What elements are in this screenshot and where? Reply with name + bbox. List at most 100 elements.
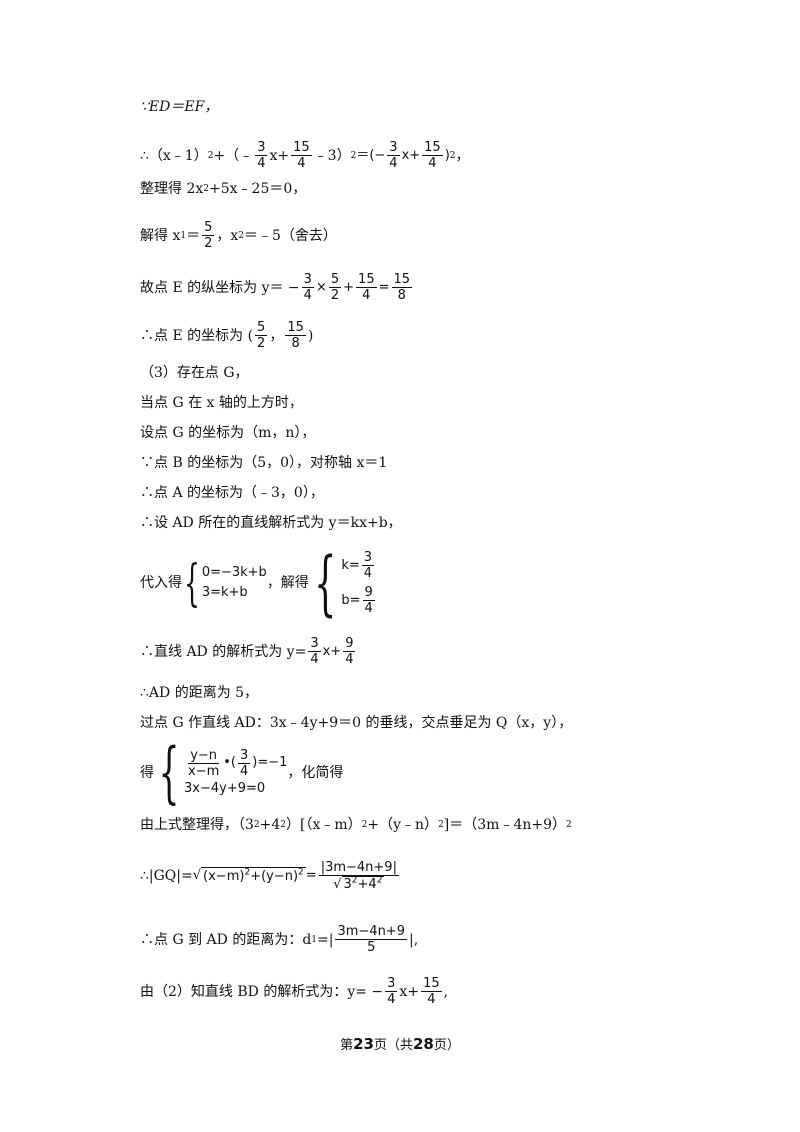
text: 整理得 2x [140,181,204,197]
equation-line: ∴|GQ|= √ (x−m)2+(y−n)2 = |3m−4n+9| √32+4… [140,860,401,892]
text: 过点 G 作直线 AD：3x﹣4y+9＝0 的垂线，交点垂足为 Q（x，y）， [140,715,573,731]
text: ∴点 G 到 AD 的距离为：d [140,931,312,948]
text: = [305,868,317,883]
text: +（y﹣n） [367,817,439,833]
text: ) [307,327,314,344]
text: ]＝（3m﹣4n+9） [443,817,567,833]
text: ∴|GQ|= [140,868,193,884]
text: ∵ED＝EF， [140,99,219,115]
text: +4 [259,817,281,833]
text: ，解得 [266,575,309,591]
footer-text: 页） [433,1038,460,1053]
text-line: ∵点 B 的坐标为（5，0），对称轴 x＝1 [140,454,387,472]
page-footer: 第23页（共28页） [0,1034,800,1053]
text-line: ∴点 A 的坐标为（﹣3，0）， [140,484,324,502]
brace-icon: { [158,734,180,811]
text: ∴（x﹣1） [140,147,208,164]
text: ) [444,147,450,163]
text: ，x [216,227,239,244]
footer-text: 第 [340,1038,354,1053]
radical-icon: √ [192,868,202,883]
text: ＝ [186,227,201,244]
text: x+ [322,643,342,659]
text: x+ [269,147,290,164]
text-line: ∵ED＝EF， [140,98,218,116]
equation: 3x−4y+9=0 [184,780,266,796]
text-line: 设点 G 的坐标为（m，n）， [140,424,315,442]
text-line: （3）存在点 G， [140,364,249,382]
text: ， [455,147,470,164]
text: 当点 G 在 x 轴的上方时， [140,395,303,411]
text: 故点 E 的纵坐标为 y＝ − [140,279,300,296]
page-number: 23 [353,1035,374,1053]
text: 解得 x [140,227,181,244]
text: +（﹣ [213,147,254,164]
text: ∴点 E 的坐标为 ( [140,327,254,344]
equation: 3=k+b [201,585,248,600]
text: ，化简得 [287,765,344,781]
text: x+ [401,147,421,163]
text-line: 当点 G 在 x 轴的上方时， [140,394,303,412]
square-root: √ (x−m)2+(y−n)2 [192,866,306,884]
text: ∴设 AD 所在的直线解析式为 y＝kx+b， [140,515,402,531]
text: ∴AD 的距离为 5， [140,685,259,701]
text: 设点 G 的坐标为（m，n）， [140,425,316,441]
text: + [343,279,355,295]
text: ∴直线 AD 的解析式为 y= [140,643,307,660]
text: ∴点 A 的坐标为（﹣3，0）， [140,485,324,501]
text: +5x﹣25＝0， [209,181,307,197]
text-line: ∴AD 的距离为 5， [140,684,258,702]
total-pages: 28 [413,1035,434,1053]
text: × [315,279,327,295]
text: = [378,279,390,295]
text-line: ∴设 AD 所在的直线解析式为 y＝kx+b， [140,514,402,532]
text: ∵点 B 的坐标为（5，0），对称轴 x＝1 [140,455,388,471]
footer-text: 页（共 [373,1038,413,1053]
text: 由（2）知直线 BD 的解析式为：y= − [140,983,384,1000]
text: ＝(− [356,147,386,163]
equation-system: 0=−3k+b 3=k+b [202,563,267,603]
text: （3）存在点 G， [140,365,249,381]
text: |, [408,931,419,948]
equation: 0=−3k+b [201,565,267,580]
text: =| [317,931,334,948]
text-line: 过点 G 作直线 AD：3x﹣4y+9＝0 的垂线，交点垂足为 Q（x，y）， [140,714,572,732]
text: 由上式整理得，（3 [140,817,254,833]
text: ﹣3） [313,147,351,164]
fraction: |3m−4n+9| √32+42 [318,860,399,892]
text: 代入得 [140,575,182,591]
text: x+ [399,983,420,1000]
text: ＝﹣5（舍去） [244,227,337,244]
